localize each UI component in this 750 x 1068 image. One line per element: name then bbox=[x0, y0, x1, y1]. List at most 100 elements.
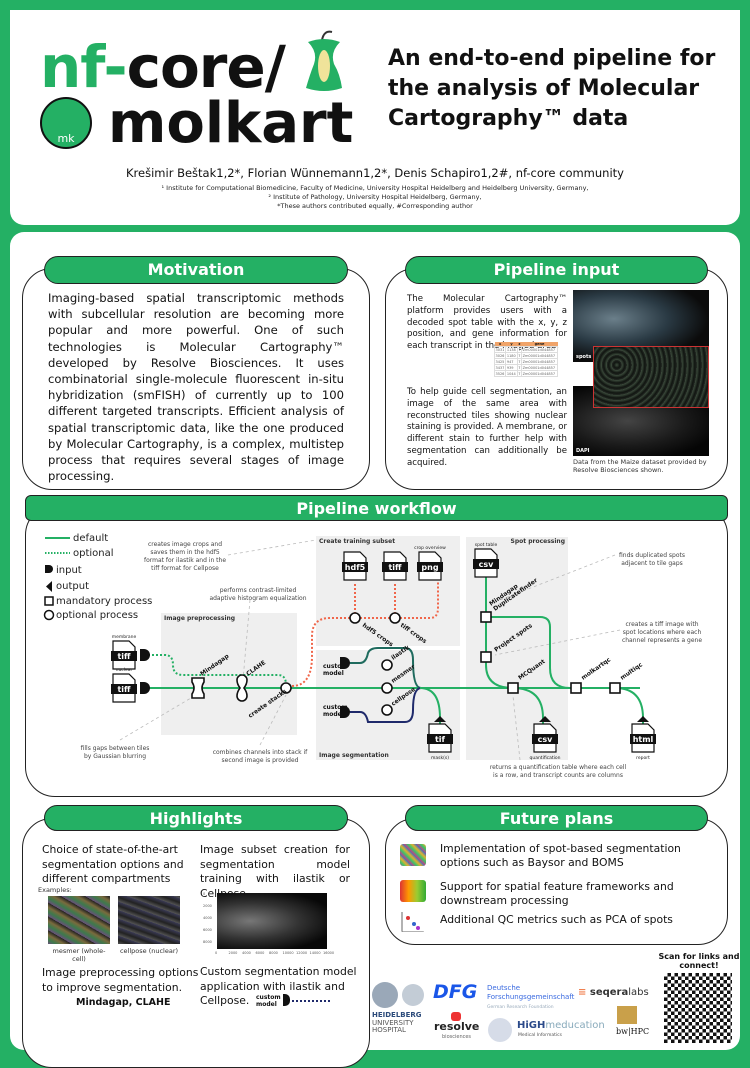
svg-text:combines channels into stack i: combines channels into stack if bbox=[213, 749, 308, 756]
x-tick: 12000 bbox=[296, 951, 308, 955]
duplicatefinder-node bbox=[480, 611, 492, 623]
mandatory-process-icon bbox=[44, 596, 54, 606]
optional-process-icon bbox=[43, 609, 55, 621]
highlights-header: Highlights bbox=[44, 805, 348, 831]
svg-text:spot table: spot table bbox=[475, 542, 498, 548]
subset-image bbox=[217, 893, 327, 949]
svg-text:mask(s): mask(s) bbox=[431, 755, 449, 761]
svg-text:spot locations where each: spot locations where each bbox=[623, 629, 702, 636]
project-spots-node bbox=[480, 651, 492, 663]
highlight-1: Choice of state-of-the-art segmentation … bbox=[42, 843, 184, 885]
seqera-logo: ≡ labsseqeralabs bbox=[578, 987, 649, 998]
table-header: z bbox=[518, 342, 521, 346]
legend-output: output bbox=[56, 581, 89, 592]
highlight-3-tools: Mindagap, CLAHE bbox=[76, 997, 171, 1008]
svg-text:fills gaps between tiles: fills gaps between tiles bbox=[81, 745, 150, 752]
x-tick: 4000 bbox=[242, 951, 251, 955]
table-header: gene bbox=[534, 342, 545, 346]
affiliation-note: *These authors contributed equally, #Cor… bbox=[277, 202, 473, 210]
high-sub: Medical Informatics bbox=[518, 1033, 562, 1038]
heidelberg-seal-icon bbox=[372, 982, 398, 1008]
input-port-icon bbox=[340, 706, 350, 718]
cellpose-caption: cellpose (nuclear) bbox=[119, 947, 179, 955]
input-port-icon bbox=[140, 682, 150, 694]
mindagap-node bbox=[191, 677, 205, 699]
future-item: Implementation of spot-based segmentatio… bbox=[440, 842, 681, 869]
svg-text:adjacent to tile gaps: adjacent to tile gaps bbox=[621, 560, 683, 567]
svg-text:format for ilastik and in the: format for ilastik and in the bbox=[144, 557, 226, 564]
svg-text:finds duplicated spots: finds duplicated spots bbox=[619, 552, 685, 559]
crops-line bbox=[291, 582, 439, 687]
group-label: Spot processing bbox=[511, 538, 565, 545]
table-cell: 7 bbox=[516, 370, 523, 377]
university-seal-icon bbox=[402, 984, 424, 1006]
zoom-inset-image bbox=[593, 346, 709, 408]
workflow-diagram: default optional input output mandatory … bbox=[43, 533, 702, 779]
input-icon bbox=[283, 994, 290, 1006]
table-cell: Zm00001d044857 bbox=[521, 370, 558, 377]
x-tick: 8000 bbox=[269, 951, 278, 955]
table-header: y bbox=[510, 342, 513, 346]
qr-code[interactable] bbox=[664, 973, 732, 1043]
svg-text:model: model bbox=[323, 670, 344, 677]
legend-input: input bbox=[56, 565, 82, 576]
authors: Krešimir Beštak1,2*, Florian Wünnemann1,… bbox=[126, 166, 624, 180]
resolve-sub: biosciences bbox=[442, 1034, 472, 1040]
tiff-file-icon: tiff bbox=[382, 551, 408, 581]
poster-title: An end-to-end pipeline for the analysis … bbox=[388, 46, 716, 131]
cellpose-node bbox=[381, 704, 393, 716]
svg-text:png: png bbox=[421, 563, 438, 572]
x-tick: 10000 bbox=[282, 951, 294, 955]
x-tick: 2000 bbox=[228, 951, 238, 955]
svg-text:performs contrast-limited: performs contrast-limited bbox=[220, 587, 297, 594]
group-label: Image segmentation bbox=[319, 752, 389, 759]
svg-text:returns a quantification table: returns a quantification table where eac… bbox=[490, 764, 627, 771]
svg-text:model: model bbox=[323, 711, 344, 718]
header-panel bbox=[10, 10, 740, 225]
input-text-1: The Molecular Cartography™ platform prov… bbox=[407, 294, 567, 352]
group-label: Create training subset bbox=[319, 538, 395, 545]
molkartqc-node bbox=[570, 682, 582, 694]
csv-file-icon: csv spot table bbox=[473, 542, 499, 578]
highlight-2: Image subset creation for segmentation m… bbox=[200, 843, 350, 900]
future-item: Support for spatial feature frameworks a… bbox=[440, 880, 674, 907]
svg-text:csv: csv bbox=[538, 735, 554, 744]
create-stacks-node bbox=[280, 682, 292, 694]
y-tick: 8000 bbox=[203, 940, 212, 944]
future-box bbox=[385, 818, 728, 945]
svg-text:csv: csv bbox=[479, 560, 495, 569]
legend-optional: optional bbox=[73, 548, 114, 559]
future-header: Future plans bbox=[405, 805, 708, 831]
bwhpc-icon bbox=[617, 1006, 637, 1024]
svg-text:report: report bbox=[636, 755, 650, 761]
motivation-text: Imaging-based spatial transcriptomic met… bbox=[48, 291, 344, 484]
legend-default: default bbox=[73, 533, 108, 544]
membrane-line bbox=[148, 654, 287, 686]
tif-file-icon: tif mask(s) bbox=[427, 716, 453, 761]
logo-molkart: molkart bbox=[108, 91, 354, 156]
svg-text:creates image crops and: creates image crops and bbox=[148, 541, 222, 548]
svg-text:custom: custom bbox=[323, 704, 348, 711]
svg-text:tif: tif bbox=[435, 735, 446, 744]
svg-text:adaptive histogram equalizatio: adaptive histogram equalization bbox=[209, 595, 306, 602]
hdf5-crops-node bbox=[349, 612, 361, 624]
y-tick: 4000 bbox=[203, 916, 212, 920]
highlight-3: Image preprocessing options to improve s… bbox=[42, 966, 199, 994]
pipeline-input-header: Pipeline input bbox=[405, 256, 708, 284]
svg-text:nuclear: nuclear bbox=[116, 667, 133, 673]
motivation-header: Motivation bbox=[44, 256, 348, 284]
group-label: Image preprocessing bbox=[164, 615, 235, 622]
svg-text:second image is provided: second image is provided bbox=[222, 757, 299, 764]
ilastik-node bbox=[381, 659, 393, 671]
legend-mandatory: mandatory process bbox=[56, 596, 152, 607]
svg-text:by Gaussian blurring: by Gaussian blurring bbox=[84, 753, 146, 760]
logo-nf-core: nf-core/ bbox=[40, 33, 286, 101]
heatmap-icon bbox=[400, 880, 426, 902]
molkart-badge: mk bbox=[40, 97, 92, 149]
y-tick: 0 bbox=[203, 892, 206, 896]
